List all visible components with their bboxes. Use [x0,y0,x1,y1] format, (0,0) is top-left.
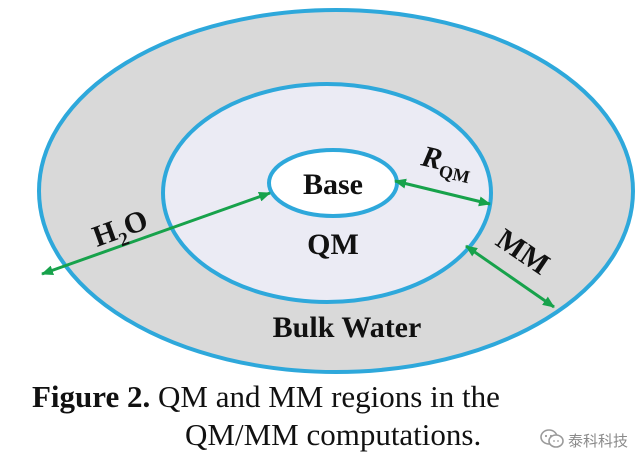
qm-label: QM [307,228,359,261]
caption-line-1: Figure 2. QM and MM regions in the [32,378,500,416]
mm-arrow [465,244,555,309]
caption-line-2: QM/MM computations. [185,417,482,452]
bulk-water-label: Bulk Water [273,311,422,344]
watermark-text: 泰科科技 [568,432,629,450]
figure-number: Figure 2. [32,379,151,414]
qm-mm-diagram: Base QM Bulk Water H2O RQM MM [37,8,635,374]
chat-bubble-icon [540,429,564,448]
base-label: Base [303,168,363,201]
watermark: 泰科科技 [540,424,640,454]
h2o-arrow [41,191,271,276]
rqm-arrow [394,178,491,207]
caption-text-1: QM and MM regions in the [150,379,500,414]
